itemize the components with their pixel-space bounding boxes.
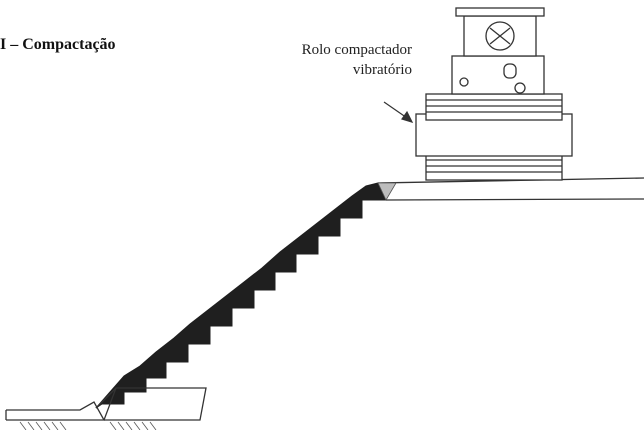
label-arrow: [383, 101, 414, 123]
roller-label-line2: vibratório: [352, 62, 412, 78]
embankment: [95, 177, 644, 409]
roller-body: [451, 55, 545, 95]
toe-base: [5, 387, 207, 421]
roller-frame: [415, 113, 573, 157]
roller-label: Rolo compactador vibratório: [302, 40, 412, 80]
roller-label-line1: Rolo compactador: [301, 42, 412, 58]
section-title: I – Compactação: [0, 36, 116, 53]
roller-light-right: [514, 82, 526, 94]
light-top-wedge: [377, 182, 397, 201]
vibratory-roller: [415, 7, 573, 181]
roller-roof: [455, 7, 545, 17]
roller-control-knob: [503, 63, 517, 79]
ground-hatching: [19, 421, 157, 430]
roller-drum-upper: [425, 93, 563, 121]
roller-light-left: [459, 77, 469, 87]
compacted-slope-steps: [95, 182, 387, 409]
